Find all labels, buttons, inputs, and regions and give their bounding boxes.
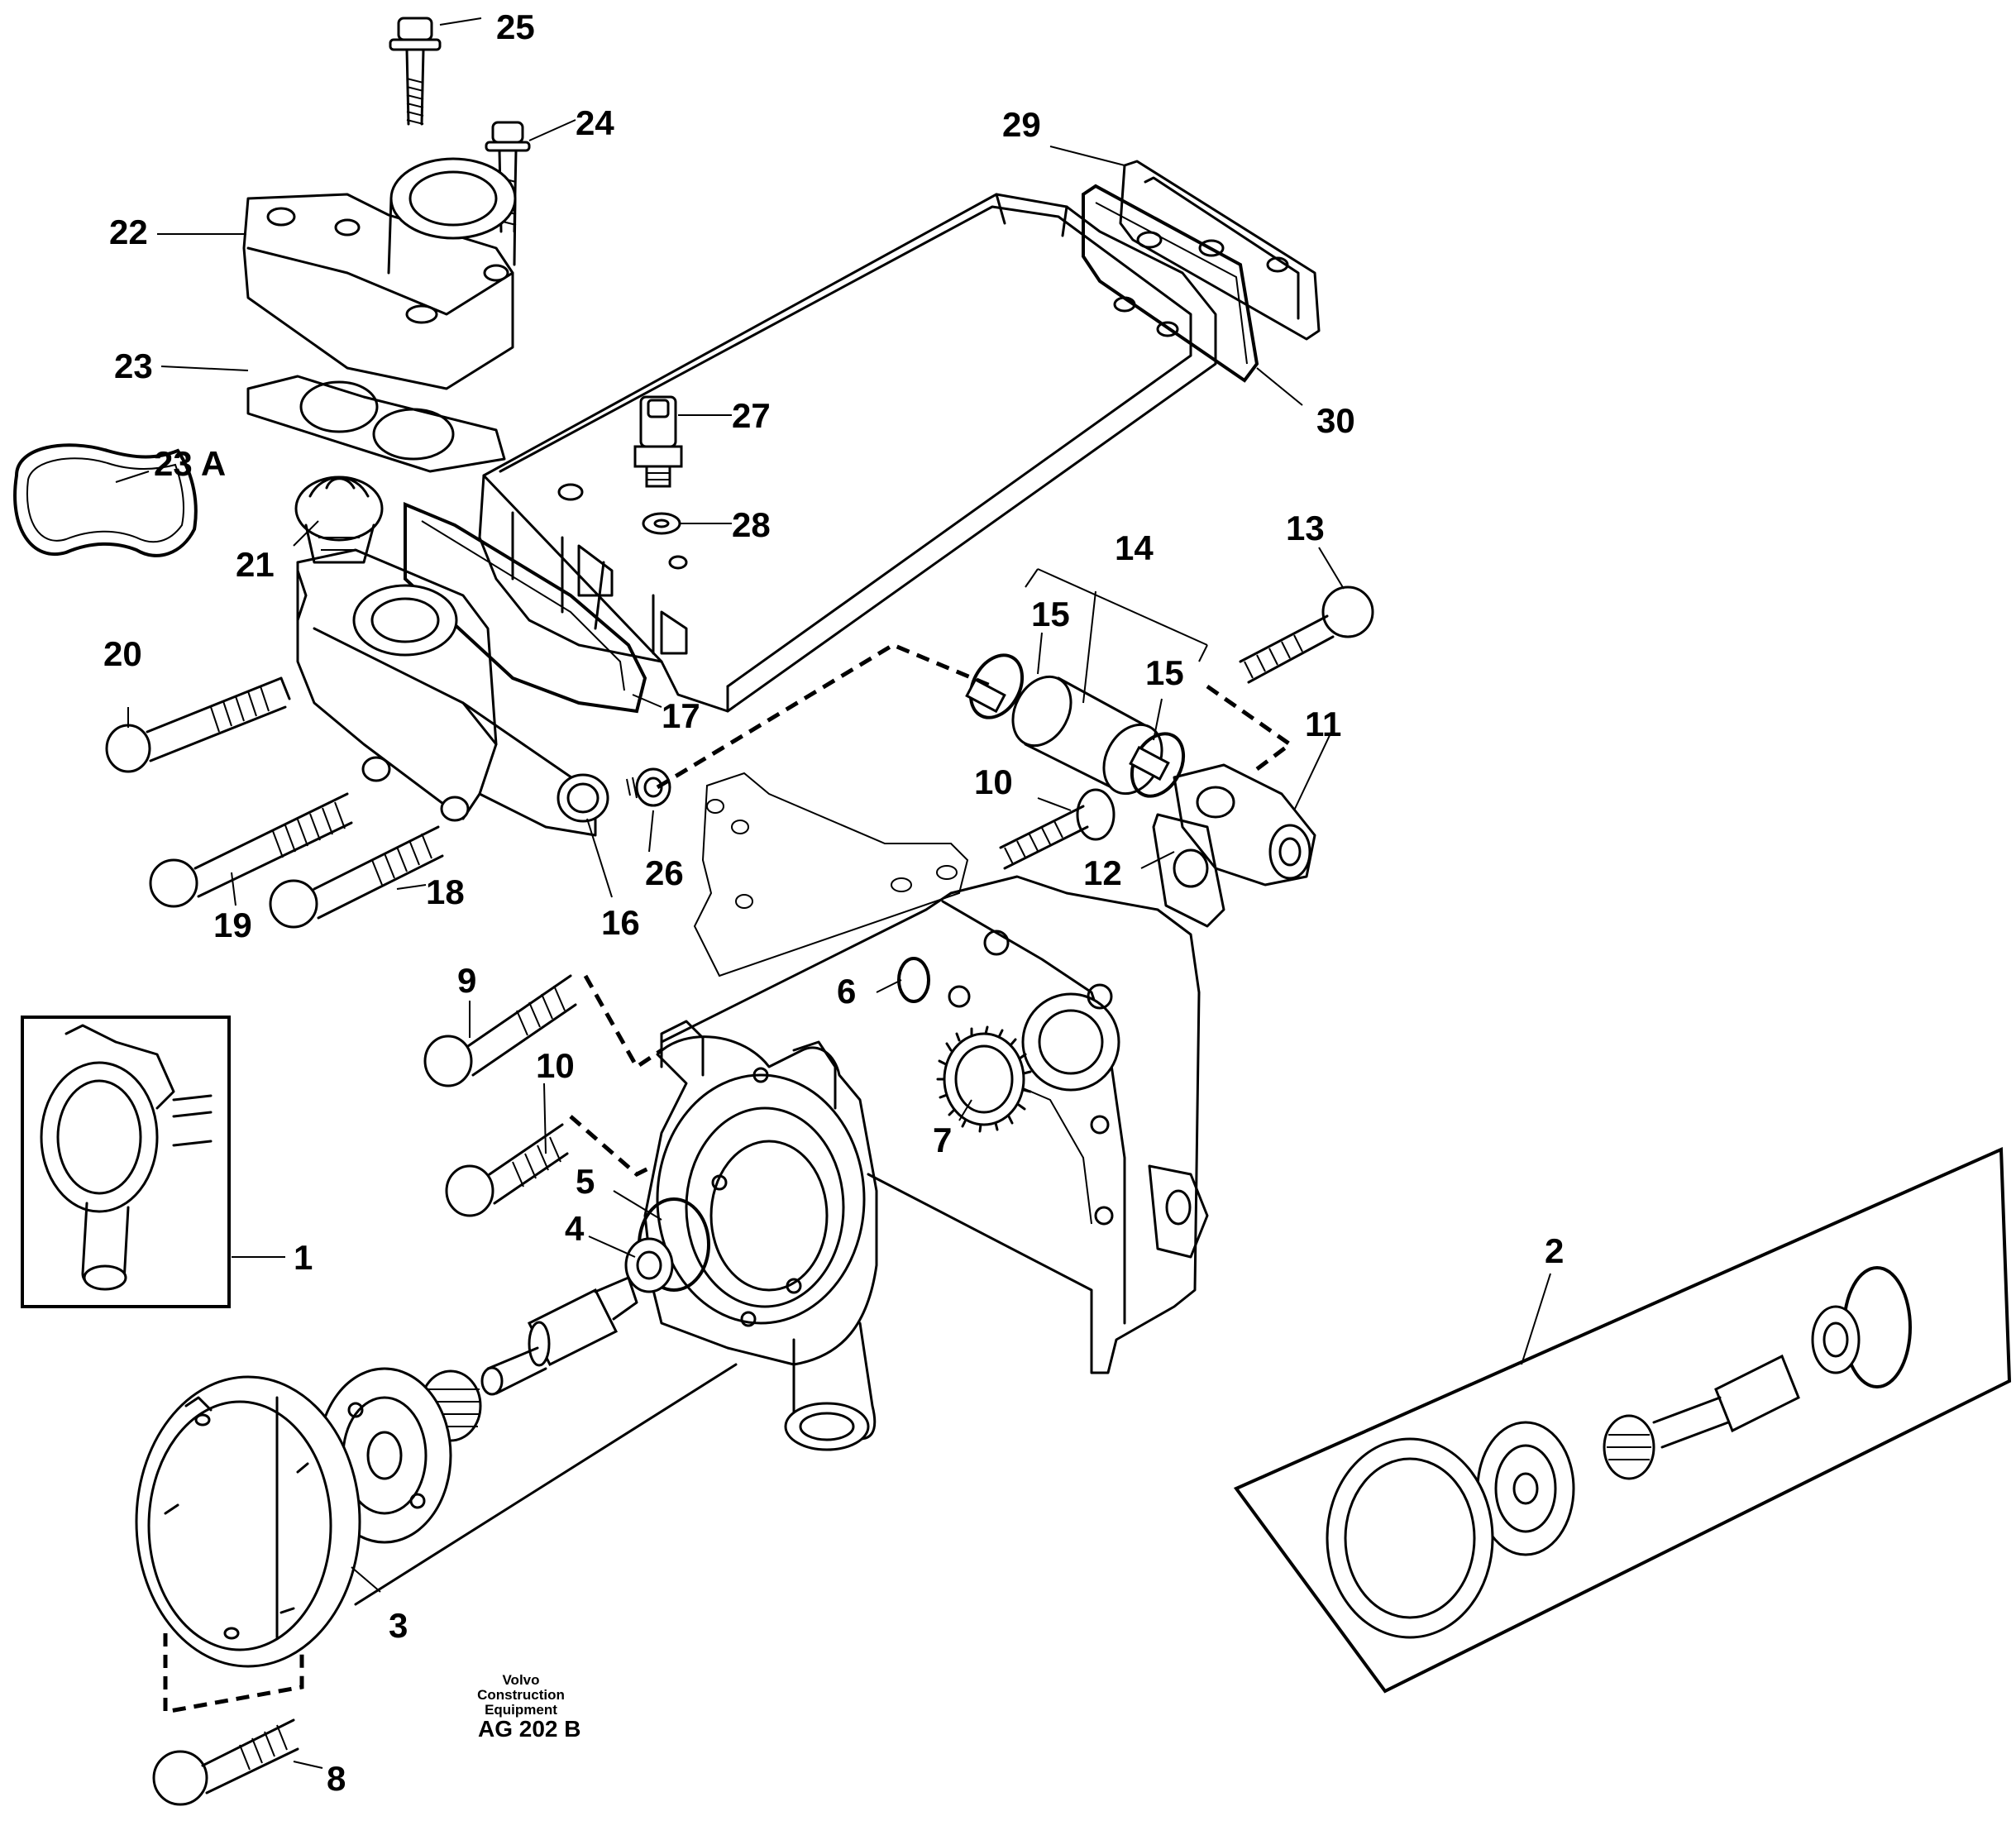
gasket-17 — [404, 502, 647, 714]
callout-30: 30 — [1316, 401, 1355, 440]
callout-24: 24 — [576, 103, 614, 142]
temperature-sensor-27 — [633, 395, 683, 488]
bolt-9 — [423, 974, 577, 1087]
callout-14: 14 — [1115, 528, 1154, 567]
assembly-line-9 — [583, 974, 663, 1070]
callout-19: 19 — [213, 906, 252, 944]
callout-10-lower: 10 — [536, 1046, 575, 1085]
hose-clamp-15a — [965, 653, 1025, 719]
o-ring-6 — [897, 957, 930, 1003]
caption-drawing-code: AG 202 B — [478, 1716, 581, 1742]
assembly-axis — [354, 1363, 738, 1606]
callout-25: 25 — [496, 7, 535, 46]
bolt-10-upper — [999, 788, 1115, 870]
callout-23: 23 — [114, 346, 153, 385]
callout-13: 13 — [1286, 509, 1325, 547]
callout-7: 7 — [933, 1121, 953, 1159]
callout-9: 9 — [457, 961, 477, 1000]
bolt-25 — [389, 17, 442, 126]
assembly-line-13 — [1206, 684, 1294, 771]
plug-26 — [626, 767, 671, 807]
callout-15b: 15 — [1145, 653, 1184, 692]
pump-housing — [660, 875, 1209, 1374]
callout-11: 11 — [1305, 705, 1342, 743]
bolt-10-lower — [445, 1123, 569, 1217]
gasket-23 — [246, 375, 506, 473]
seal-ring-4 — [624, 1237, 674, 1293]
caption-company: Volvo Construction Equipment — [477, 1672, 565, 1718]
pipe-connection-11 — [1173, 763, 1316, 887]
assembly-line-10 — [569, 1115, 655, 1177]
callout-29: 29 — [1002, 105, 1041, 144]
cover-plate-29 — [1119, 160, 1321, 341]
callout-20: 20 — [103, 634, 142, 673]
assembly-line-26 — [656, 643, 993, 790]
pump-shaft — [480, 1276, 638, 1396]
callout-2: 2 — [1545, 1231, 1565, 1270]
callout-26: 26 — [645, 853, 684, 892]
hose-clamp-15b — [1129, 732, 1186, 798]
callout-12: 12 — [1083, 853, 1122, 892]
gasket-30 — [1082, 184, 1259, 383]
callout-1: 1 — [294, 1238, 313, 1277]
callout-3: 3 — [389, 1606, 408, 1645]
thermostat-housing-22 — [242, 157, 517, 390]
callout-8: 8 — [327, 1759, 346, 1798]
inset-assembly-1 — [21, 1016, 231, 1308]
washer-28 — [642, 512, 681, 535]
callout-5: 5 — [576, 1162, 595, 1201]
thermostat-housing-body — [296, 548, 609, 837]
coolant-manifold — [478, 193, 1217, 713]
bolt-18 — [269, 825, 444, 929]
callout-22: 22 — [109, 213, 148, 251]
callout-21: 21 — [236, 545, 275, 584]
inset-assembly-2 — [1233, 1146, 2012, 1694]
bolt-20 — [105, 676, 291, 773]
gear-7 — [936, 1025, 1032, 1133]
callout-17: 17 — [662, 696, 700, 735]
pump-cover-3 — [135, 1375, 361, 1668]
engine-block-outline — [693, 772, 969, 977]
callout-15a: 15 — [1031, 595, 1070, 633]
thermostat-21 — [294, 476, 384, 564]
callout-28: 28 — [732, 505, 771, 544]
callout-6: 6 — [837, 972, 857, 1011]
bolt-13 — [1239, 585, 1374, 684]
seal-ring-23a — [13, 443, 198, 557]
callout-18: 18 — [426, 872, 465, 911]
bolt-19 — [149, 792, 353, 908]
gasket-12 — [1152, 813, 1225, 928]
bolt-8 — [152, 1718, 299, 1806]
leader-lines — [115, 17, 1551, 1769]
callout-27: 27 — [732, 396, 771, 435]
callout-10-upper: 10 — [974, 762, 1013, 801]
pump-volute — [643, 1020, 878, 1451]
callout-4: 4 — [565, 1209, 585, 1248]
assembly-line-8 — [163, 1633, 304, 1714]
callout-16: 16 — [601, 903, 640, 942]
callout-23a: 23 A — [154, 444, 227, 483]
